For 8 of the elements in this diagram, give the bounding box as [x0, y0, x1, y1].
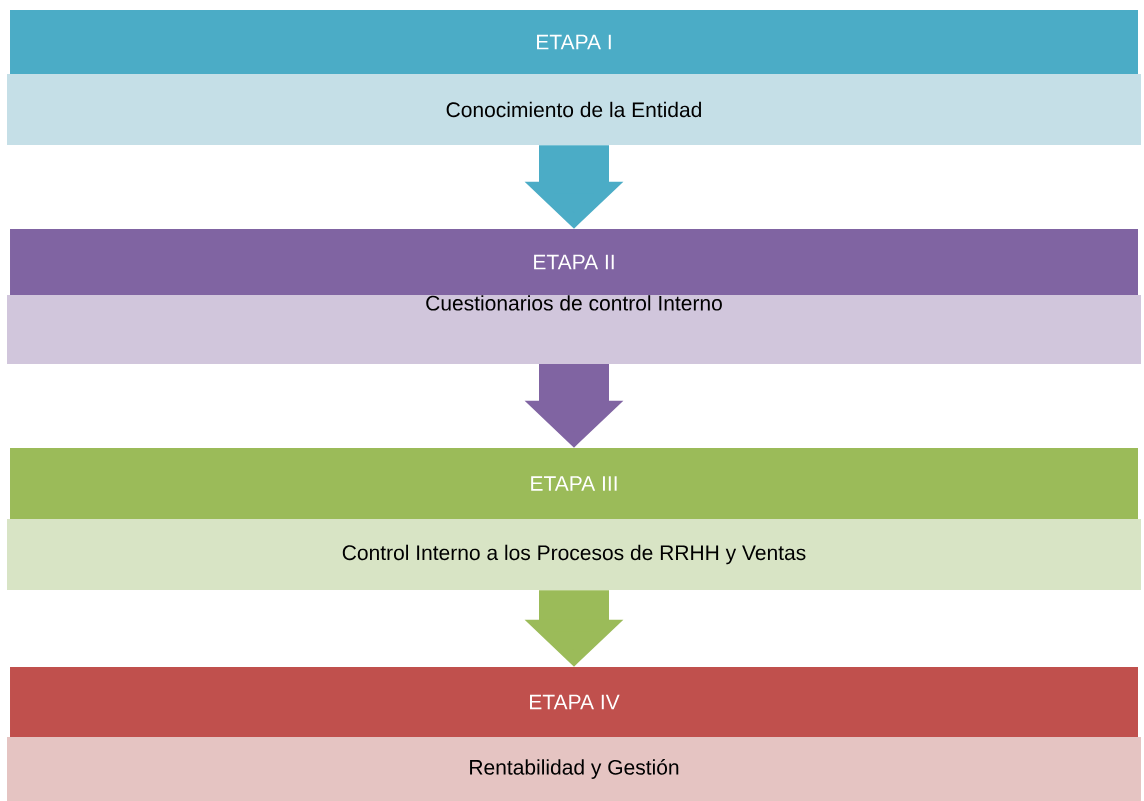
stage-description-box: Cuestionarios de control Interno [7, 295, 1141, 364]
stage-description-box: Control Interno a los Procesos de RRHH y Ventas [7, 519, 1141, 590]
stage-header-band: ETAPA IV [10, 667, 1138, 737]
stage-description-box: Conocimiento de la Entidad [7, 74, 1141, 145]
stage-header-band: ETAPA I [10, 10, 1138, 74]
stage-header-band: ETAPA III [10, 448, 1138, 519]
stage-header-band: ETAPA II [10, 229, 1138, 295]
stage-description-box: Rentabilidad y Gestión [7, 737, 1141, 801]
